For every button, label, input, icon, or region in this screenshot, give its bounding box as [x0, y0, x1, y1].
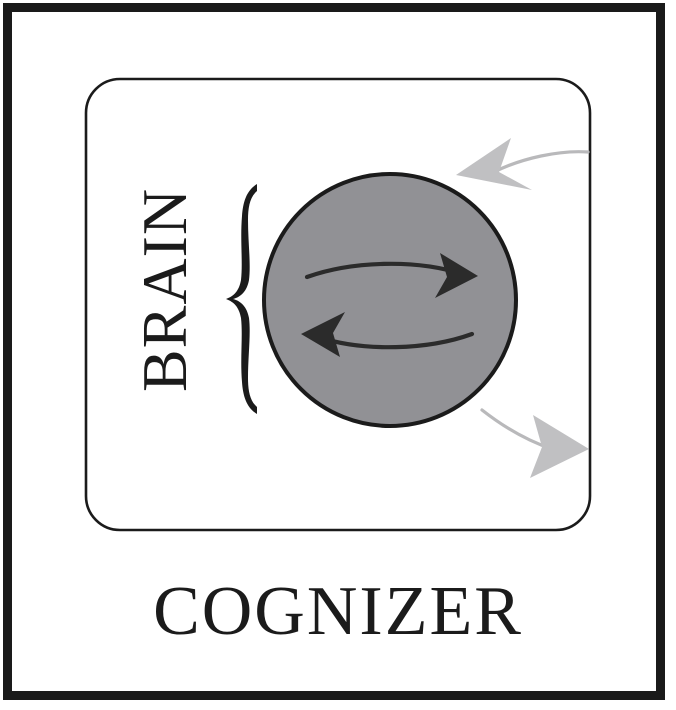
brain-circle [262, 172, 518, 428]
inner-arrow-left-head [301, 312, 345, 357]
inner-arrow-right-head [435, 253, 478, 298]
inner-arrow-left [301, 312, 475, 357]
input-arrow [456, 138, 590, 190]
inner-arrow-right [304, 253, 478, 298]
output-arrow [480, 408, 589, 478]
brain-brace [226, 184, 257, 414]
input-arrow-shaft [492, 150, 590, 174]
output-arrow-head [530, 415, 589, 478]
cognizer-caption: COGNIZER [153, 573, 523, 650]
input-arrow-head [456, 138, 532, 190]
brain-brace-path [226, 184, 257, 414]
brain-label: BRAIN [129, 188, 200, 392]
